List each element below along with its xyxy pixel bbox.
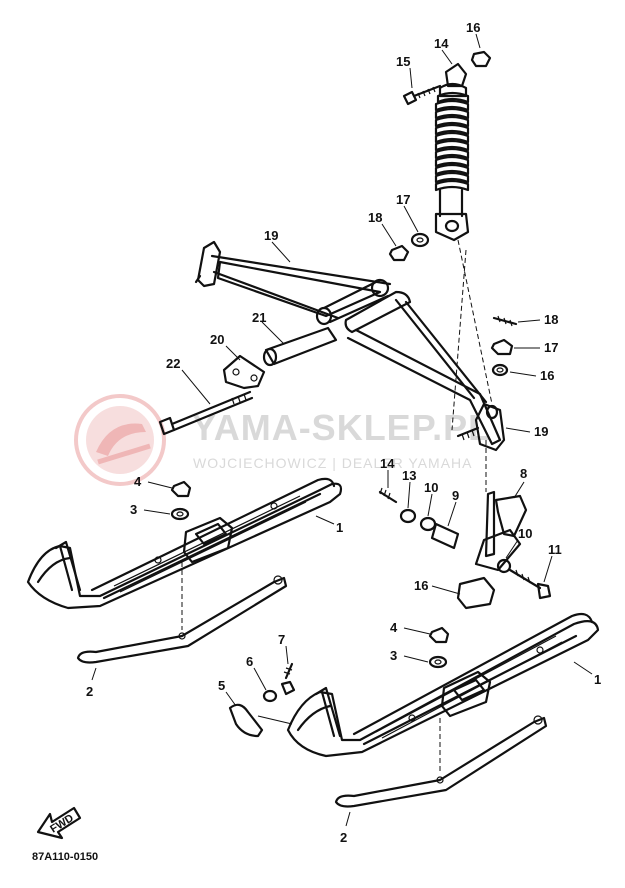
callout-25: 16 (466, 20, 480, 35)
pivot-shaft (262, 326, 338, 367)
callout-6: 6 (246, 654, 253, 669)
upper-fasteners (490, 315, 518, 377)
callout-20: 20 (210, 332, 224, 347)
long-bolt (158, 390, 254, 436)
shock-spring (434, 91, 470, 192)
callout-11: 11 (548, 542, 562, 557)
left-ski-fasteners (170, 480, 192, 521)
callout-26: 17 (396, 192, 410, 207)
watermark-logo-icon (74, 394, 166, 486)
callout-8: 8 (520, 466, 527, 481)
a-arm (194, 240, 506, 452)
callout-3b: 3 (390, 648, 397, 663)
callout-3a: 3 (130, 502, 137, 517)
right-ski (286, 612, 600, 758)
callout-19: 19 (264, 228, 278, 243)
callout-10b: 10 (518, 526, 532, 541)
callout-15: 16 (540, 368, 554, 383)
callout-16: 17 (544, 340, 558, 355)
forward-label: FWD (48, 812, 76, 835)
right-runner (334, 715, 548, 808)
callout-4a: 4 (134, 474, 142, 489)
callout-10a: 10 (424, 480, 438, 495)
callout-14: 16 (414, 578, 428, 593)
left-runner (76, 562, 288, 664)
callout-labels: 16 14 15 17 18 19 21 20 22 18 17 16 19 1… (86, 20, 601, 845)
callout-4b: 4 (390, 620, 398, 635)
callout-22: 22 (166, 356, 180, 371)
watermark: YAMA-SKLEP.PL WOJCIECHOWICZ | DEALER YAM… (74, 394, 491, 486)
callout-13: 14 (380, 456, 395, 471)
callout-1a: 1 (336, 520, 343, 535)
callout-27: 18 (368, 210, 382, 225)
callout-23: 14 (434, 36, 449, 51)
right-ski-fasteners (428, 626, 450, 669)
callout-2b: 2 (340, 830, 347, 845)
diagram-code: 87A110-0150 (32, 851, 98, 863)
shock-absorber (388, 50, 493, 431)
callout-24: 15 (396, 54, 410, 69)
callout-17: 18 (544, 312, 558, 327)
callout-18: 19 (534, 424, 548, 439)
callout-2a: 2 (86, 684, 93, 699)
ski-spindle (378, 440, 552, 610)
watermark-tagline: WOJCIECHOWICZ | DEALER YAMAHA (193, 455, 472, 471)
wear-bar-parts (228, 662, 296, 738)
callout-9: 9 (452, 488, 459, 503)
callout-12: 13 (402, 468, 416, 483)
forward-direction-arrow: FWD (36, 806, 82, 840)
bracket-plate (222, 354, 266, 390)
callout-21: 21 (252, 310, 266, 325)
callout-1b: 1 (594, 672, 601, 687)
left-ski (26, 477, 343, 610)
callout-5: 5 (218, 678, 225, 693)
callout-7: 7 (278, 632, 285, 647)
watermark-brand: YAMA-SKLEP.PL (192, 407, 491, 448)
